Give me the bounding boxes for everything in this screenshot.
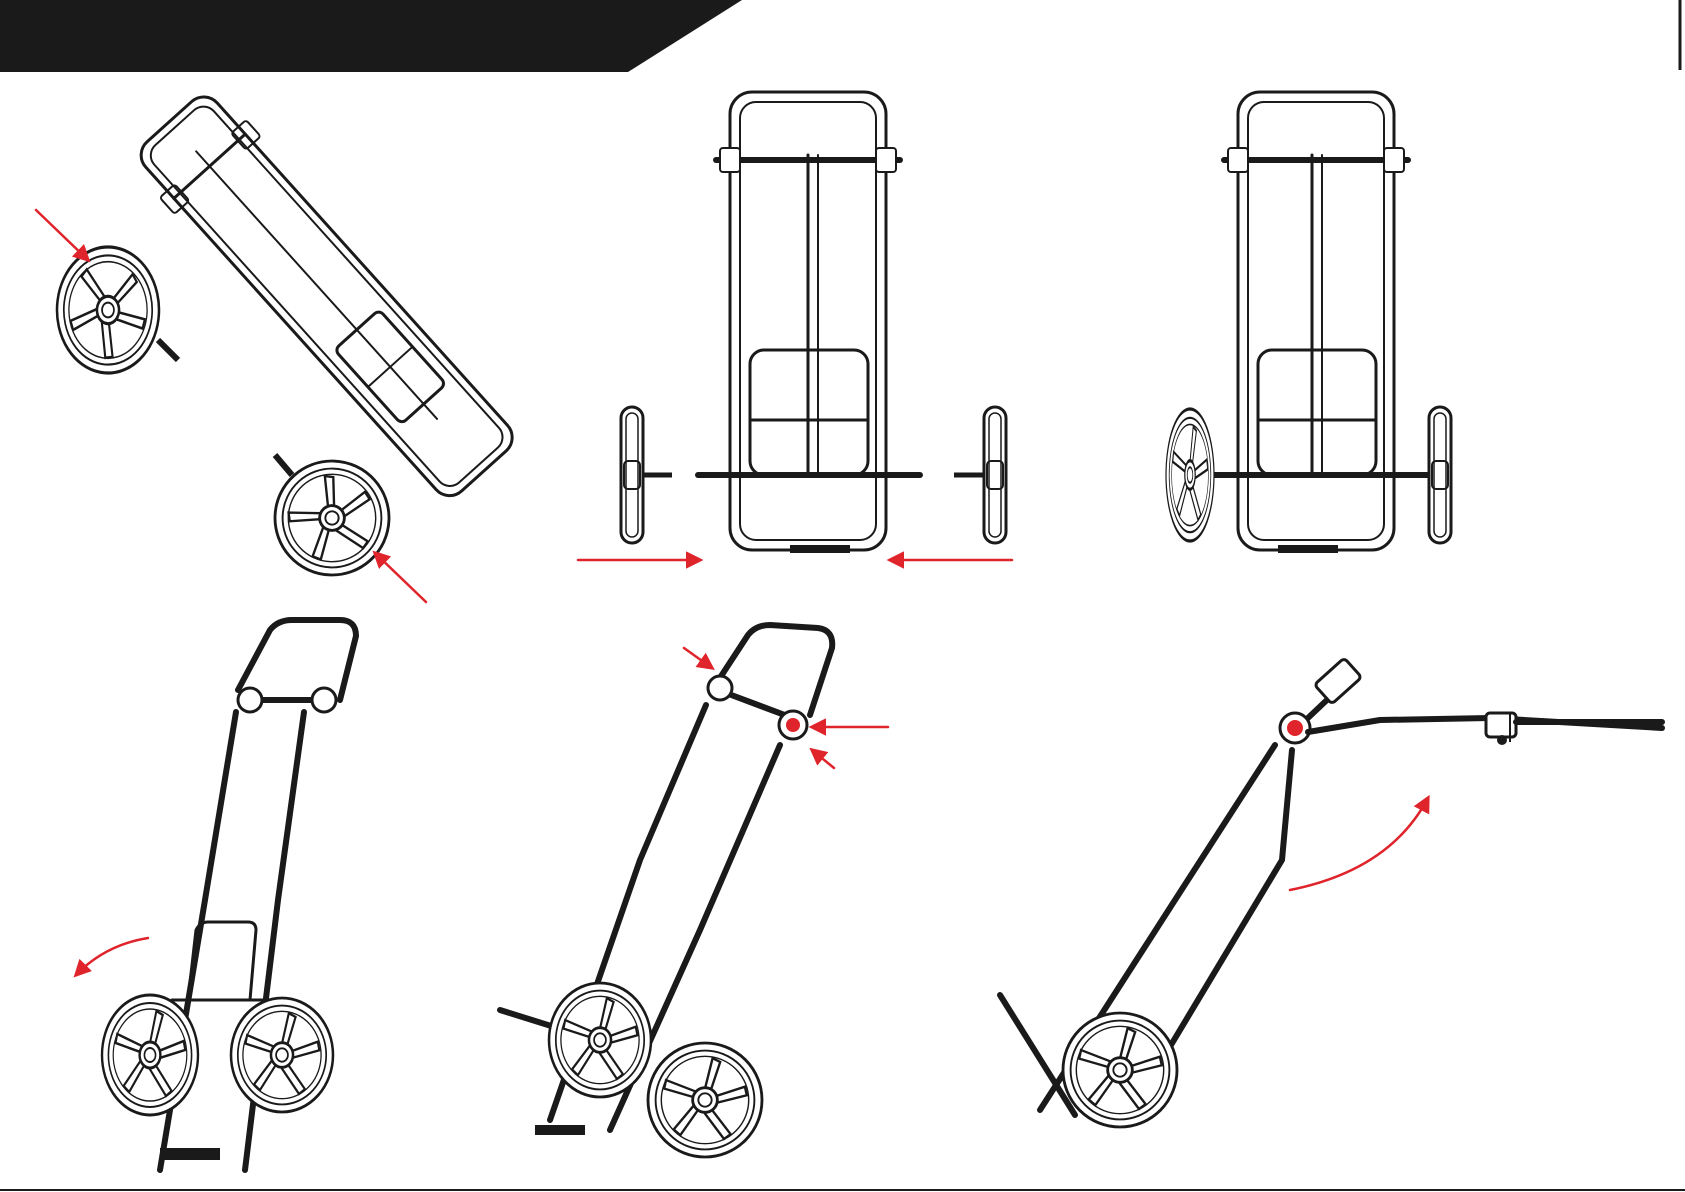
base-plate-2: [535, 1125, 585, 1135]
wheel-front-right: [231, 998, 333, 1112]
arrow-press-lower: [812, 750, 834, 768]
step-2-diagram: [578, 92, 1012, 560]
wheel-detached-left: [38, 224, 177, 396]
step-6-diagram: [1000, 658, 1662, 1127]
wheel-mounted-left: [1166, 409, 1214, 541]
cart-frame-mounted: [1190, 92, 1440, 553]
cart-frame: [126, 83, 527, 510]
wheel-detached-right: [259, 445, 405, 591]
wheel-left-side: [621, 407, 643, 543]
wheel-right-side: [984, 407, 1006, 543]
axle-right: [275, 455, 292, 475]
step-4-diagram: [76, 620, 356, 1170]
step-3-diagram: [1166, 92, 1451, 553]
wheel-mounted-right: [1429, 407, 1451, 543]
hinge-button: [1287, 720, 1303, 736]
wheel-rear: [549, 983, 651, 1097]
cart-frame-front: [698, 92, 920, 553]
arrow-raise-handle: [1290, 798, 1428, 890]
step-1-diagram: [36, 83, 527, 602]
arrow-fold-out: [76, 938, 148, 975]
arrow-to-right-wheel: [375, 553, 426, 602]
release-button: [786, 718, 800, 732]
wheel-rolling: [1063, 1013, 1177, 1127]
arrow-to-left-wheel: [36, 210, 88, 260]
step-5-diagram: [500, 625, 888, 1157]
wheel-back-left: [102, 995, 198, 1115]
base-plate: [160, 1148, 220, 1160]
arrow-press-hinge: [684, 648, 712, 668]
axle-left: [158, 340, 178, 360]
header-bar: [0, 0, 742, 72]
wheel-front: [648, 1043, 762, 1157]
